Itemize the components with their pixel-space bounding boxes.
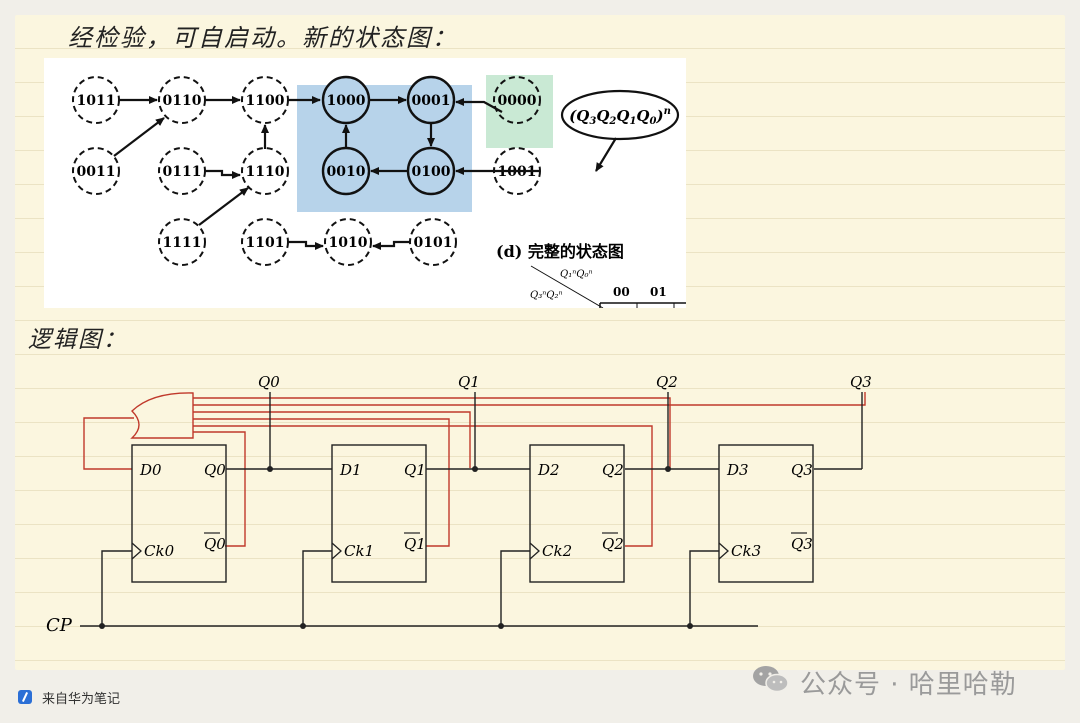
- qbar-output-label: Q1: [404, 535, 426, 553]
- transition-arrow: [113, 117, 165, 157]
- state-node-0101: 0101: [409, 218, 457, 266]
- kmap-corner: Q₁ⁿQ₀ⁿ Q₃ⁿQ₂ⁿ 00 01: [530, 265, 686, 309]
- feedback-q3: [193, 392, 866, 406]
- qbar-output-label: Q3: [791, 535, 813, 553]
- output-label-q2: Q2: [656, 373, 678, 391]
- clock-label: CP: [46, 615, 73, 636]
- state-node-1010: 1010: [324, 218, 372, 266]
- feedback-q1: [193, 411, 471, 468]
- state-label-0001: 0001: [412, 93, 451, 109]
- output-label-q3: Q3: [850, 373, 872, 391]
- clock-input-label: Ck0: [144, 542, 175, 560]
- state-diagram-caption: (d) 完整的状态图: [496, 242, 624, 261]
- state-node-1110: 1110: [241, 147, 289, 195]
- transition-arrow: [372, 240, 410, 250]
- state-node-0011: 0011: [72, 147, 120, 195]
- state-node-0000: 0000: [493, 76, 541, 124]
- state-label-1011: 1011: [77, 93, 116, 109]
- q-output-label: Q0: [204, 461, 226, 479]
- state-label-0110: 0110: [163, 93, 202, 109]
- feedback-q2bar: [193, 425, 653, 547]
- state-label-1000: 1000: [327, 93, 366, 109]
- transition-arrow: [288, 240, 324, 250]
- state-label-1010: 1010: [329, 235, 368, 251]
- note-app-icon: [18, 690, 32, 704]
- feedback-wires: [83, 392, 866, 547]
- state-label-0101: 0101: [414, 235, 453, 251]
- state-label-1100: 1100: [246, 93, 285, 109]
- watermark-text: 公众号 · 哈里哈勒: [800, 670, 1017, 700]
- feedback-q1bar: [193, 418, 450, 547]
- gate-output-to-d0: [83, 417, 134, 470]
- state-node-0100: 0100: [406, 146, 456, 196]
- qbar-output-label: Q2: [602, 535, 624, 553]
- transition-arrow: [455, 98, 503, 113]
- state-label-0000: 0000: [498, 93, 537, 109]
- feedback-q2: [193, 397, 671, 468]
- state-node-1101: 1101: [241, 218, 289, 266]
- feedback-q0bar: [193, 431, 246, 547]
- q-output-label: Q2: [602, 461, 624, 479]
- logic-heading: 逻辑图：: [28, 327, 128, 353]
- d-input-label: D3: [726, 461, 749, 479]
- d-input-label: D2: [537, 461, 560, 479]
- state-node-1111: 1111: [158, 218, 206, 266]
- d-input-label: D0: [139, 461, 162, 479]
- qbar-output-label: Q0: [204, 535, 226, 553]
- or-gate: [130, 392, 194, 439]
- clock-input-label: Ck1: [344, 542, 374, 560]
- kmap-col-00: 00: [613, 285, 630, 299]
- state-node-0001: 0001: [406, 75, 456, 125]
- data-wires: [80, 392, 863, 629]
- wechat-icon: [753, 666, 789, 693]
- state-label-0100: 0100: [412, 164, 451, 180]
- transition-arrow: [205, 169, 241, 179]
- transition-arrow: [198, 187, 249, 226]
- state-label-0111: 0111: [163, 164, 202, 180]
- state-label-0011: 0011: [77, 164, 116, 180]
- state-label-1110: 1110: [246, 164, 285, 180]
- d-input-label: D1: [339, 461, 362, 479]
- clock-input-label: Ck3: [731, 542, 761, 560]
- state-label-callout: (Q3Q2Q1Q0)n: [560, 89, 680, 172]
- state-label-1101: 1101: [246, 235, 285, 251]
- state-label: (Q3Q2Q1Q0)n: [569, 106, 671, 127]
- kmap-col-var: Q₁ⁿQ₀ⁿ: [560, 269, 593, 280]
- q-output-label: Q3: [791, 461, 813, 479]
- state-label-1111: 1111: [163, 235, 202, 251]
- output-label-q1: Q1: [458, 373, 480, 391]
- state-node-0110: 0110: [158, 76, 206, 124]
- kmap-row-var: Q₃ⁿQ₂ⁿ: [530, 290, 563, 301]
- note-heading: 经检验，可自启动。新的状态图：: [68, 24, 458, 52]
- state-node-0010: 0010: [321, 146, 371, 196]
- clock-input-label: Ck2: [542, 542, 572, 560]
- note-source-text: 来自华为笔记: [42, 692, 121, 707]
- q-output-label: Q1: [404, 461, 426, 479]
- output-label-q0: Q0: [258, 373, 280, 391]
- state-label-0010: 0010: [327, 164, 366, 180]
- kmap-col-01: 01: [650, 285, 667, 299]
